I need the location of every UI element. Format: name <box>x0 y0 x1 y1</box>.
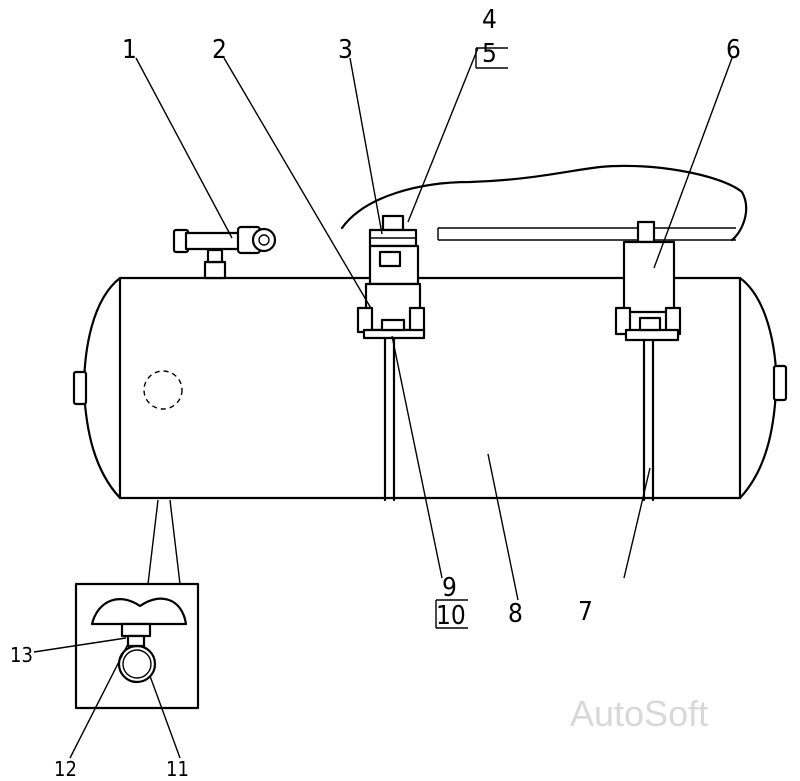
callout-10: 10 <box>436 601 466 631</box>
drain-valve-fitting <box>172 225 277 280</box>
callout-4: 4 <box>482 5 497 35</box>
left-mounting-bracket <box>356 214 426 502</box>
callout-11: 11 <box>166 757 189 781</box>
callout-2: 2 <box>212 35 227 65</box>
leader-lines <box>33 47 733 759</box>
detail-view <box>74 499 200 710</box>
callout-12: 12 <box>54 757 77 781</box>
watermark-text: AutoSoft <box>570 693 708 734</box>
callout-7: 7 <box>578 597 593 627</box>
callout-9: 9 <box>442 573 457 603</box>
callout-1: 1 <box>122 35 137 65</box>
callout-3: 3 <box>338 35 353 65</box>
receiver-tank <box>72 276 788 500</box>
callout-8: 8 <box>508 599 523 629</box>
callout-5: 5 <box>482 39 497 69</box>
callout-13: 13 <box>10 643 33 667</box>
callout-6: 6 <box>726 35 741 65</box>
right-mounting-bracket <box>614 220 682 502</box>
frame-outline <box>340 164 748 242</box>
